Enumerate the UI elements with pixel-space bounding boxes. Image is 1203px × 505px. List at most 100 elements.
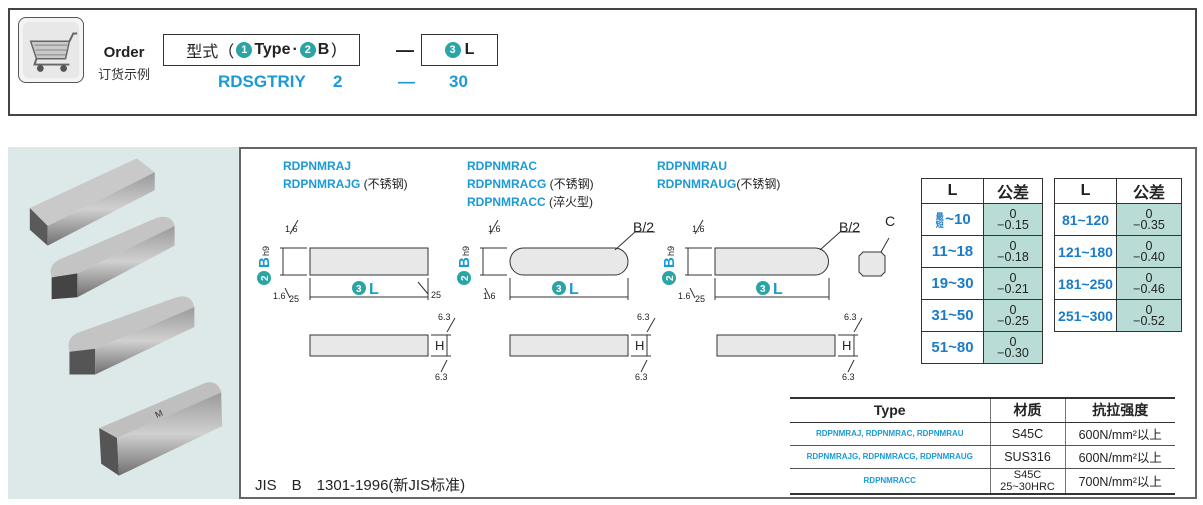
material-table: Type 材质 抗拉强度 RDPNMRAJ, RDPNMRAC, RDPNMRA… bbox=[790, 397, 1175, 495]
roughness-label: 1.6 bbox=[692, 224, 705, 234]
key-top-view-round bbox=[509, 247, 629, 276]
roughness-label: 1.6 bbox=[285, 224, 298, 234]
col-header-tolerance: 公差 bbox=[1116, 178, 1182, 204]
model-group-aj: RDPNMRAJ RDPNMRAJG (不锈钢) bbox=[283, 157, 408, 193]
l-value: ~10 bbox=[945, 210, 971, 228]
l-range: 81~120 bbox=[1054, 203, 1117, 236]
key-top-view-square bbox=[309, 247, 429, 276]
roughness-label: 25 bbox=[289, 294, 299, 304]
model-code: RDPNMRAUG bbox=[657, 177, 737, 191]
b-tolerance: h9 bbox=[666, 246, 676, 256]
b-tolerance: h9 bbox=[261, 246, 271, 256]
col-header-type: Type bbox=[790, 397, 990, 423]
order-l-header: 3 L bbox=[421, 34, 498, 66]
l-badge: 3 bbox=[356, 284, 362, 295]
strength-cell: 600N/mm²以上 bbox=[1064, 422, 1175, 446]
model-code: RDPNMRACG bbox=[467, 177, 547, 191]
b-half-label: B/2 bbox=[633, 219, 654, 235]
b-tolerance: h9 bbox=[461, 246, 471, 256]
model-group-ac: RDPNMRAC RDPNMRACG (不锈钢) RDPNMRACC (淬火型) bbox=[467, 157, 594, 211]
order-label: Order bbox=[103, 44, 145, 61]
roughness-label: 25 bbox=[695, 294, 705, 304]
table-row: RDPNMRAJG, RDPNMRACG, RDPNMRAUG SUS316 6… bbox=[790, 445, 1175, 469]
l-range: 19~30 bbox=[921, 267, 984, 300]
key-side-view-half bbox=[716, 334, 836, 357]
tolerance-value: 0 −0.46 bbox=[1116, 267, 1182, 300]
strength-cell: 600N/mm²以上 bbox=[1064, 445, 1175, 469]
model-line: RDPNMRAJ bbox=[283, 157, 408, 175]
model-code: RDPNMRAC bbox=[467, 159, 537, 173]
circled-3-badge: 3 bbox=[444, 42, 461, 58]
l-range: 251~300 bbox=[1054, 299, 1117, 332]
l-range: 121~180 bbox=[1054, 235, 1117, 268]
model-code: RDPNMRAJG bbox=[283, 177, 361, 191]
tolerance-value: 0 −0.21 bbox=[983, 267, 1043, 300]
model-code: RDPNMRAJ bbox=[283, 159, 352, 173]
table-row: RDPNMRACC S45C 25~30HRC 700N/mm²以上 bbox=[790, 468, 1175, 495]
example-type: RDSGTRIY bbox=[218, 72, 306, 91]
b-dimension-label: B bbox=[456, 257, 473, 268]
order-label-cn: 订货示例 bbox=[97, 67, 150, 82]
order-dash: — bbox=[396, 39, 414, 60]
roughness-label: 6.3 bbox=[435, 372, 448, 382]
col-header-strength: 抗拉强度 bbox=[1064, 397, 1175, 423]
col-header-tolerance: 公差 bbox=[983, 178, 1043, 204]
product-photo: M bbox=[8, 147, 241, 499]
l-prefix: 最短 bbox=[935, 212, 945, 229]
type-b: B bbox=[317, 41, 330, 58]
key-side-view-round bbox=[509, 334, 629, 357]
roughness-label: 1.6 bbox=[483, 291, 496, 301]
type-cell: RDPNMRAJG, RDPNMRACG, RDPNMRAUG bbox=[790, 445, 990, 469]
model-note: (淬火型) bbox=[545, 195, 593, 209]
col-header-l: L bbox=[921, 178, 984, 204]
type-cell: RDPNMRACC bbox=[790, 468, 990, 495]
l-range: 51~80 bbox=[921, 331, 984, 364]
h-dimension-label: H bbox=[435, 338, 444, 353]
material-cell: SUS316 bbox=[989, 445, 1065, 469]
order-example-panel bbox=[8, 8, 1197, 116]
model-line: RDPNMRAUG(不锈钢) bbox=[657, 175, 780, 193]
strength-cell: 700N/mm²以上 bbox=[1064, 468, 1175, 495]
l-dimension-label: L bbox=[369, 281, 379, 298]
roughness-label: 6.3 bbox=[844, 312, 857, 322]
type-separator: · bbox=[292, 41, 298, 58]
model-line: RDPNMRACG (不锈钢) bbox=[467, 175, 594, 193]
l-range: 11~18 bbox=[921, 235, 984, 268]
tolerance-value: 0 −0.35 bbox=[1116, 203, 1182, 236]
model-line: RDPNMRAU bbox=[657, 157, 780, 175]
standard-note: JIS B 1301-1996(新JIS标准) bbox=[255, 477, 466, 494]
l-range: 最短~10 bbox=[921, 203, 984, 236]
roughness-label: 1.6 bbox=[678, 291, 691, 301]
model-line: RDPNMRACC (淬火型) bbox=[467, 193, 594, 211]
h-dimension-label: H bbox=[635, 338, 644, 353]
circled-2-badge: 2 bbox=[299, 42, 316, 58]
type-cell: RDPNMRAJ, RDPNMRAC, RDPNMRAU bbox=[790, 422, 990, 446]
b-badge: 2 bbox=[260, 275, 271, 281]
type-suffix: ) bbox=[331, 41, 337, 58]
model-note: (不锈钢) bbox=[736, 177, 781, 191]
tolerance-value: 0 −0.18 bbox=[983, 235, 1043, 268]
example-b: 2 bbox=[333, 72, 343, 91]
example-l: 30 bbox=[449, 72, 468, 91]
col-header-l: L bbox=[1054, 178, 1117, 204]
order-type-header: 型式（ 1 Type · 2 B ) bbox=[163, 34, 360, 66]
b-dimension-label: B bbox=[661, 257, 678, 268]
svg-text:M: M bbox=[153, 408, 164, 420]
roughness-label: 6.3 bbox=[842, 372, 855, 382]
b-dimension-label: B bbox=[256, 257, 273, 268]
roughness-label: 6.3 bbox=[637, 312, 650, 322]
l-dimension-label: L bbox=[569, 281, 579, 298]
l-badge: 3 bbox=[760, 284, 766, 295]
model-note: (不锈钢) bbox=[360, 177, 408, 191]
h-dimension-label: H bbox=[842, 338, 851, 353]
l-range: 181~250 bbox=[1054, 267, 1117, 300]
chamfer-label: C bbox=[885, 213, 895, 229]
tolerance-value: 0 −0.30 bbox=[983, 331, 1043, 364]
table-row: RDPNMRAJ, RDPNMRAC, RDPNMRAU S45C 600N/m… bbox=[790, 422, 1175, 446]
